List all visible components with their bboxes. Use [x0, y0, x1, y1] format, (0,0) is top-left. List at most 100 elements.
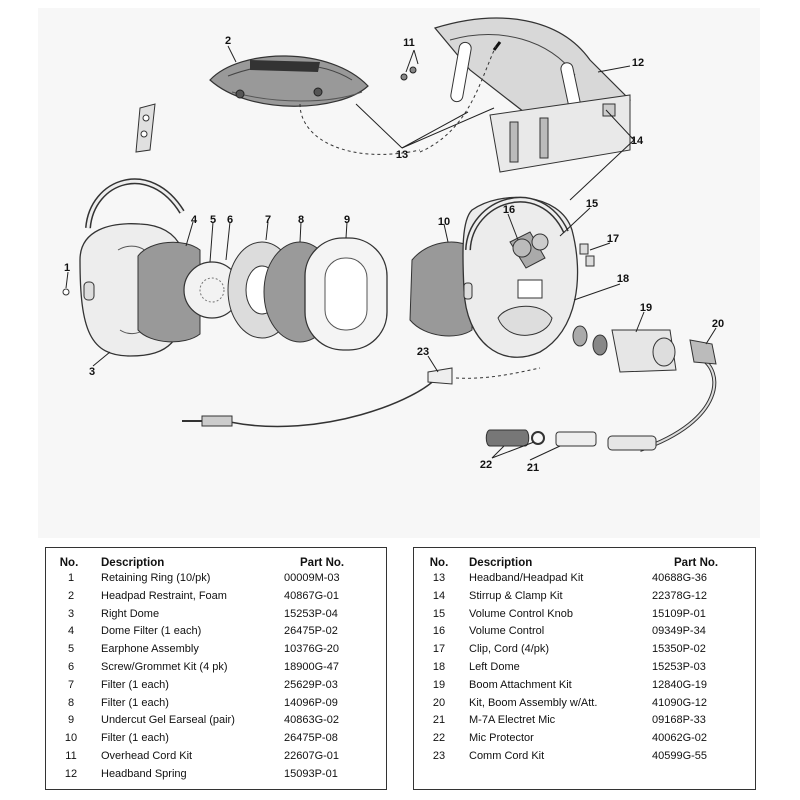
- callout-4: 4: [191, 214, 198, 226]
- row-description: Volume Control: [469, 625, 545, 638]
- row-number: 23: [432, 749, 446, 762]
- row-part-number: 26475P-02: [284, 625, 338, 638]
- callout-7: 7: [265, 214, 271, 226]
- row-description: Stirrup & Clamp Kit: [469, 589, 563, 602]
- callout-20: 20: [712, 318, 724, 330]
- row-part-number: 22607G-01: [284, 749, 340, 762]
- callout-17: 17: [607, 233, 619, 245]
- row-description: Left Dome: [469, 660, 520, 673]
- row-description: Undercut Gel Earseal (pair): [101, 714, 235, 727]
- table-row: 16 Volume Control 09349P-34: [414, 623, 755, 641]
- row-number: 7: [67, 678, 75, 691]
- row-part-number: 40867G-01: [284, 589, 340, 602]
- row-description: M-7A Electret Mic: [469, 714, 556, 727]
- row-part-number: 41090G-12: [652, 696, 708, 709]
- row-part-number: 14096P-09: [284, 696, 338, 709]
- table-row: 21 M-7A Electret Mic 09168P-33: [414, 712, 755, 730]
- row-part-number: 15253P-04: [284, 607, 338, 620]
- table-header: No. Description Part No.: [414, 548, 755, 570]
- volume-control-part: [509, 231, 549, 269]
- row-part-number: 40688G-36: [652, 572, 708, 584]
- row-part-number: 15109P-01: [652, 607, 706, 620]
- row-description: Filter (1 each): [101, 678, 169, 691]
- row-part-number: 15350P-02: [652, 643, 706, 656]
- headpad-restraint-part: [209, 55, 369, 107]
- callout-labels: 1 2 3 4 5 6 7 8 9 10 11 12 13 14 15 16 1…: [64, 35, 724, 474]
- row-description: Headpad Restraint, Foam: [101, 589, 227, 602]
- row-description: Clip, Cord (4/pk): [469, 643, 550, 656]
- row-number: 16: [432, 625, 446, 638]
- electret-mic-part: [555, 431, 597, 447]
- callout-5: 5: [210, 214, 216, 226]
- comm-cord-part: [182, 367, 541, 428]
- row-number: 8: [67, 696, 75, 709]
- row-number: 2: [67, 589, 75, 602]
- row-part-number: 09349P-34: [652, 625, 706, 638]
- callout-21: 21: [527, 462, 539, 474]
- row-number: 1: [67, 572, 75, 584]
- row-number: 14: [432, 589, 446, 602]
- row-part-number: 15093P-01: [284, 767, 338, 780]
- row-description: Headband Spring: [101, 767, 187, 780]
- callout-2: 2: [225, 35, 231, 47]
- row-number: 22: [432, 732, 446, 745]
- row-number: 4: [67, 625, 75, 638]
- callout-6: 6: [227, 214, 233, 226]
- row-number: 3: [67, 607, 75, 620]
- row-part-number: 12840G-19: [652, 678, 708, 691]
- row-part-number: 09168P-33: [652, 714, 706, 727]
- row-description: Right Dome: [101, 607, 160, 620]
- callout-16: 16: [503, 204, 515, 216]
- row-number: 21: [432, 714, 446, 727]
- table-header: No. Description Part No.: [46, 548, 386, 570]
- header-no: No.: [59, 557, 79, 569]
- row-description: Filter (1 each): [101, 732, 169, 745]
- header-description: Description: [101, 557, 165, 569]
- leader-lines: [65, 45, 717, 461]
- callout-3: 3: [89, 366, 95, 378]
- row-part-number: 26475P-08: [284, 732, 338, 745]
- row-description: Comm Cord Kit: [469, 749, 545, 762]
- table-row: 3 Right Dome 15253P-04: [46, 606, 386, 624]
- row-number: 17: [432, 643, 446, 656]
- row-description: Dome Filter (1 each): [101, 625, 202, 638]
- table-row: 9 Undercut Gel Earseal (pair) 40863G-02: [46, 712, 386, 730]
- row-part-number: 15253P-03: [652, 660, 706, 673]
- table-row: 7 Filter (1 each) 25629P-03: [46, 677, 386, 695]
- header-no: No.: [429, 557, 449, 569]
- row-description: Retaining Ring (10/pk): [101, 572, 211, 584]
- exploded-parts-diagram: 1 2 3 4 5 6 7 8 9 10 11 12 13 14 15 16 1…: [62, 17, 725, 474]
- earseal-part: [304, 237, 388, 351]
- row-number: 12: [64, 767, 78, 780]
- dome-filter-part: [137, 241, 201, 343]
- header-description: Description: [469, 557, 533, 569]
- callout-12: 12: [632, 57, 644, 69]
- callout-10: 10: [438, 216, 450, 228]
- row-number: 18: [432, 660, 446, 673]
- table-row: 23 Comm Cord Kit 40599G-55: [414, 748, 755, 766]
- row-part-number: 40863G-02: [284, 714, 340, 727]
- callout-9: 9: [344, 214, 350, 226]
- row-description: Boom Attachment Kit: [469, 678, 572, 691]
- row-number: 20: [432, 696, 446, 709]
- table-row: 2 Headpad Restraint, Foam 40867G-01: [46, 588, 386, 606]
- table-row: 18 Left Dome 15253P-03: [414, 659, 755, 677]
- boom-part: [607, 339, 717, 452]
- row-description: Overhead Cord Kit: [101, 749, 193, 762]
- row-part-number: 25629P-03: [284, 678, 338, 691]
- row-number: 9: [67, 714, 75, 727]
- right-stirrup-part: [85, 103, 185, 229]
- row-part-number: 40599G-55: [652, 749, 708, 762]
